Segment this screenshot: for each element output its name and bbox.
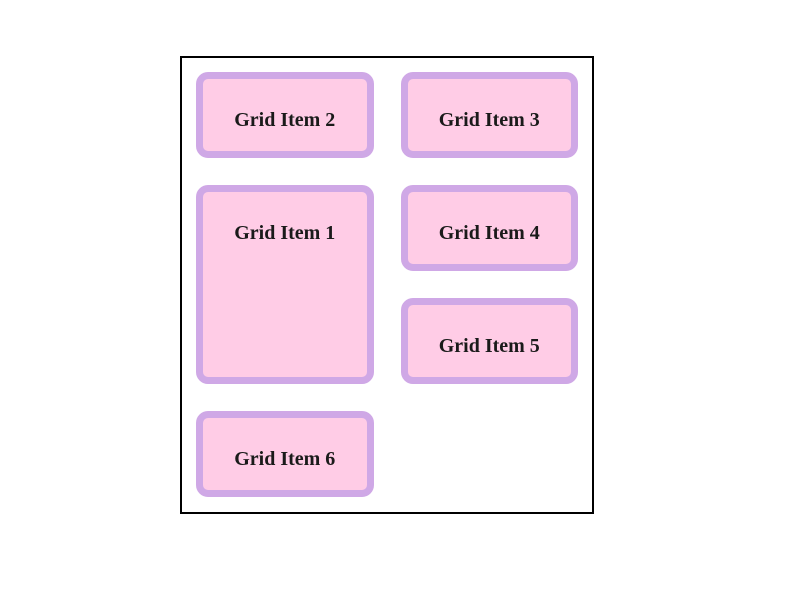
grid-item-6: Grid Item 6: [196, 411, 374, 497]
grid-item-5: Grid Item 5: [400, 298, 578, 384]
grid-item-4: Grid Item 4: [400, 185, 578, 271]
grid-item-3: Grid Item 3: [400, 72, 578, 158]
grid-item-2: Grid Item 2: [196, 72, 374, 158]
grid-container: Grid Item 1 Grid Item 2 Grid Item 3 Grid…: [180, 56, 594, 514]
grid-item-1: Grid Item 1: [196, 185, 374, 384]
